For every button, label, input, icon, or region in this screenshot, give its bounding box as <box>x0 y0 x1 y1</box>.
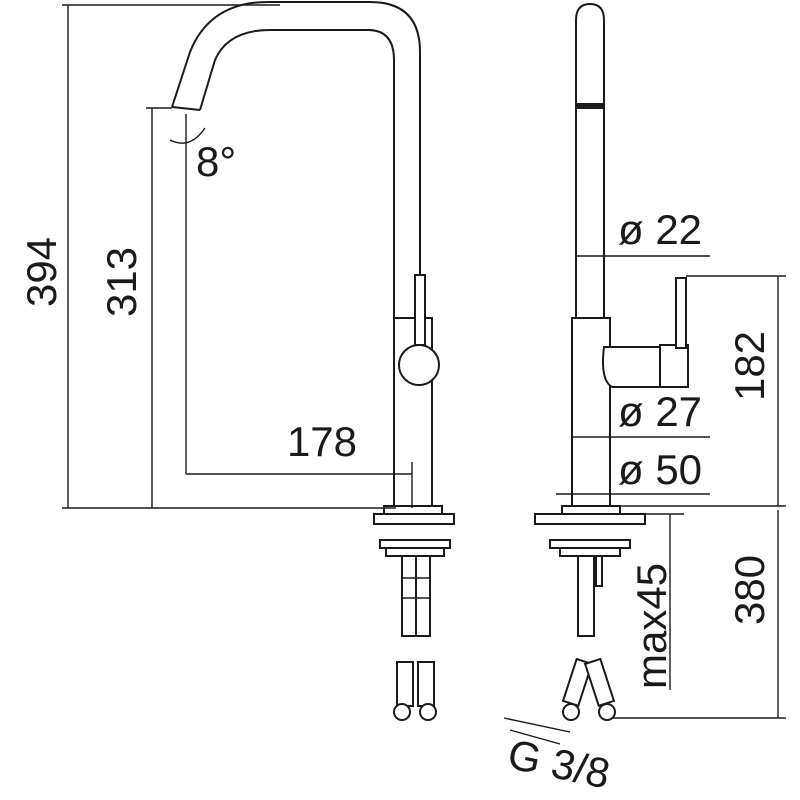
lever-collar <box>659 344 689 388</box>
side-view: ø 22 ø 27 ø 50 182 380 max45 G 3/8 <box>503 2 786 797</box>
lever-handle <box>414 274 426 346</box>
spout-tip <box>171 106 201 111</box>
mounting-nut <box>385 547 445 557</box>
fitting-right <box>419 703 437 721</box>
hose-side <box>577 555 595 637</box>
hose-left <box>401 555 417 637</box>
fitting-right-side <box>598 703 616 721</box>
dim-label-380: 380 <box>726 555 773 625</box>
dim-line-thread-2 <box>509 729 561 745</box>
dim-label-313: 313 <box>98 247 145 317</box>
dim-label-max45: max45 <box>628 563 675 689</box>
mounting-nut-side <box>559 547 621 557</box>
lever-knob <box>398 344 440 386</box>
base-ring <box>383 505 443 515</box>
dim-label-d50: ø 50 <box>618 446 702 493</box>
spout-inner-line <box>199 29 395 318</box>
mounting-washer-side <box>549 539 631 549</box>
hose-clip-side <box>595 555 603 587</box>
hose-end-left <box>396 661 414 707</box>
angle-arc <box>169 127 206 144</box>
lever-side <box>602 346 661 388</box>
lever-rod <box>675 277 687 349</box>
fitting-left <box>393 703 411 721</box>
mounting-plate-side <box>534 513 646 525</box>
front-view: 394 313 178 8° <box>18 1 455 721</box>
dim-label-8-degrees: 8° <box>196 138 236 185</box>
dim-label-178: 178 <box>287 418 357 465</box>
hose-right <box>415 555 431 637</box>
hose-end-right <box>417 661 435 707</box>
dim-line-thread-1 <box>503 717 571 733</box>
spout-pipe-side <box>575 2 605 318</box>
base-ring-side <box>561 505 621 515</box>
mounting-plate <box>373 513 455 525</box>
mounting-washer <box>379 539 451 549</box>
dim-label-182: 182 <box>726 331 773 401</box>
hose-end-right-side <box>583 657 616 708</box>
dim-label-394: 394 <box>18 237 65 307</box>
spout-outer-line <box>171 1 421 318</box>
spout-ring <box>577 103 603 109</box>
dim-label-d22: ø 22 <box>618 206 702 253</box>
dim-label-thread: G 3/8 <box>504 730 614 797</box>
fitting-left-side <box>562 703 580 721</box>
dim-label-d27: ø 27 <box>618 388 702 435</box>
